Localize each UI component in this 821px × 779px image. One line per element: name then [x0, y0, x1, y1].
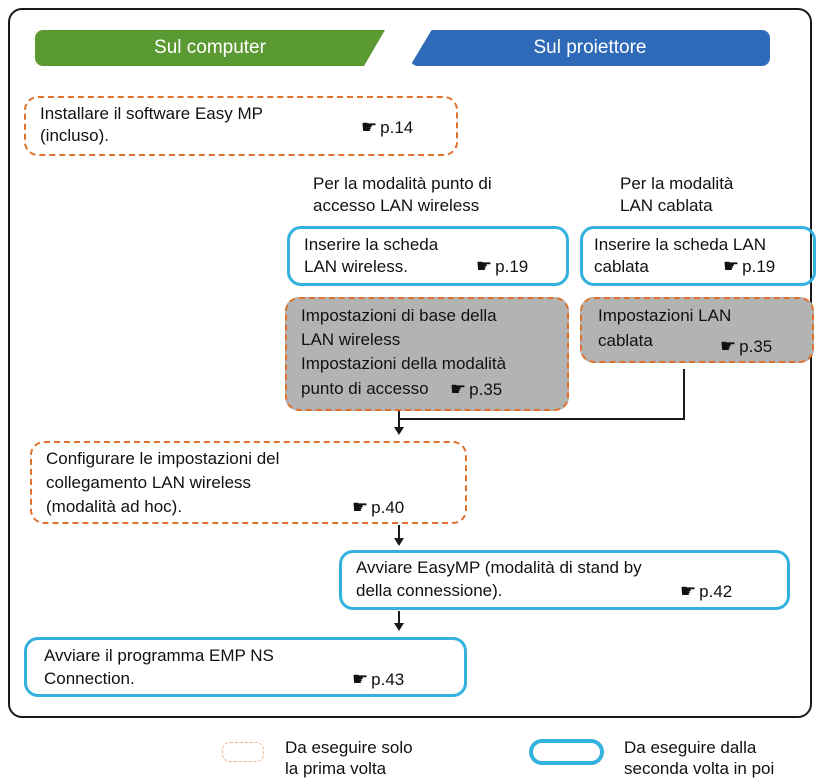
step-configure-adhoc: Configurare le impostazioni del collegam… — [30, 441, 467, 524]
pointing-hand-icon: ☛ — [720, 336, 737, 356]
step-insert-wired-line-1: Inserire la scheda LAN — [594, 235, 766, 254]
wireless-heading-line-2: accesso LAN wireless — [313, 196, 480, 215]
legend-first-time-line-2: la prima volta — [285, 759, 387, 778]
pointing-hand-icon: ☛ — [680, 581, 697, 601]
connector-wired-down — [683, 369, 685, 420]
step-start-easymp: Avviare EasyMP (modalità di stand by del… — [339, 550, 790, 610]
tab-computer: Sul computer — [35, 30, 385, 66]
step-install: Installare il software Easy MP (incluso)… — [24, 96, 458, 156]
step-wired-settings: Impostazioni LAN cablata ☛p.35 — [580, 297, 814, 363]
step-configure-ref: ☛p.40 — [352, 496, 404, 519]
step-start-program-ref: ☛p.43 — [352, 668, 404, 691]
step-start-easymp-line-2: della connessione). — [356, 581, 503, 600]
step-insert-wired-card: Inserire la scheda LAN cablata ☛p.19 — [580, 226, 816, 286]
step-insert-wireless-ref: ☛p.19 — [476, 255, 528, 278]
legend-second-time-line-1: Da eseguire dalla — [624, 738, 757, 757]
step-configure-line-3: (modalità ad hoc). — [46, 497, 183, 516]
step-insert-wired-line-2: cablata — [594, 257, 649, 276]
step-insert-wired-ref-page: p.19 — [742, 257, 776, 276]
step-insert-wireless-ref-page: p.19 — [495, 257, 529, 276]
step-wireless-settings-line-2: LAN wireless — [301, 330, 401, 349]
pointing-hand-icon: ☛ — [476, 256, 493, 276]
pointing-hand-icon: ☛ — [352, 669, 369, 689]
pointing-hand-icon: ☛ — [723, 256, 740, 276]
step-install-ref-page: p.14 — [380, 118, 414, 137]
step-insert-wireless-card: Inserire la scheda LAN wireless. ☛p.19 — [287, 226, 569, 286]
step-install-line-1: Installare il software Easy MP — [40, 104, 263, 123]
wireless-heading-line-1: Per la modalità punto di — [313, 174, 492, 193]
tab-projector-label: Sul proiettore — [533, 37, 647, 58]
step-wired-settings-ref: ☛p.35 — [720, 335, 772, 358]
step-insert-wireless-line-1: Inserire la scheda — [304, 235, 439, 254]
step-wireless-settings: Impostazioni di base della LAN wireless … — [285, 297, 569, 411]
legend-first-time: Da eseguire solo la prima volta — [285, 737, 413, 779]
connector-configure-down — [398, 525, 400, 538]
step-wired-settings-ref-page: p.35 — [739, 337, 773, 356]
wired-heading-line-2: LAN cablata — [620, 196, 713, 215]
step-wireless-settings-line-3: Impostazioni della modalità — [301, 354, 507, 373]
step-wireless-settings-line-4: punto di accesso — [301, 379, 429, 398]
step-configure-ref-page: p.40 — [371, 498, 405, 517]
connector-join — [398, 418, 685, 420]
diagram-frame — [8, 8, 812, 718]
step-configure-line-1: Configurare le impostazioni del — [46, 449, 280, 468]
tab-computer-label: Sul computer — [154, 37, 266, 58]
step-install-line-2: (incluso). — [40, 126, 109, 145]
wired-mode-heading: Per la modalità LAN cablata — [620, 173, 733, 217]
wired-heading-line-1: Per la modalità — [620, 174, 734, 193]
step-wireless-settings-ref-page: p.35 — [469, 380, 503, 399]
step-configure-line-2: collegamento LAN wireless — [46, 473, 252, 492]
connector-easymp-down — [398, 611, 400, 623]
step-start-easymp-ref-page: p.42 — [699, 582, 733, 601]
pointing-hand-icon: ☛ — [352, 497, 369, 517]
step-wireless-settings-ref: ☛p.35 — [450, 378, 502, 401]
legend-second-time-line-2: seconda volta in poi — [624, 759, 775, 778]
step-insert-wireless-line-2: LAN wireless. — [304, 257, 408, 276]
step-start-program-line-2: Connection. — [44, 669, 135, 688]
legend-first-time-line-1: Da eseguire solo — [285, 738, 413, 757]
step-start-easymp-line-1: Avviare EasyMP (modalità di stand by — [356, 558, 642, 577]
step-wired-settings-line-2: cablata — [598, 331, 653, 350]
arrow-to-easymp — [394, 538, 404, 546]
step-start-easymp-ref: ☛p.42 — [680, 580, 732, 603]
wireless-mode-heading: Per la modalità punto di accesso LAN wir… — [313, 173, 492, 217]
step-insert-wired-ref: ☛p.19 — [723, 255, 775, 278]
legend-second-time: Da eseguire dalla seconda volta in poi — [624, 737, 774, 779]
legend-first-time-swatch — [222, 742, 264, 762]
step-wireless-settings-line-1: Impostazioni di base della — [301, 306, 497, 325]
legend-second-time-swatch — [529, 739, 604, 765]
step-start-program-line-1: Avviare il programma EMP NS — [44, 646, 274, 665]
tab-projector: Sul proiettore — [410, 30, 770, 66]
arrow-to-configure — [394, 427, 404, 435]
step-start-program-ref-page: p.43 — [371, 670, 405, 689]
step-install-ref: ☛p.14 — [361, 116, 413, 139]
pointing-hand-icon: ☛ — [450, 379, 467, 399]
pointing-hand-icon: ☛ — [361, 117, 378, 137]
step-wired-settings-line-1: Impostazioni LAN — [598, 306, 732, 325]
step-start-program: Avviare il programma EMP NS Connection. … — [24, 637, 467, 697]
arrow-to-program — [394, 623, 404, 631]
